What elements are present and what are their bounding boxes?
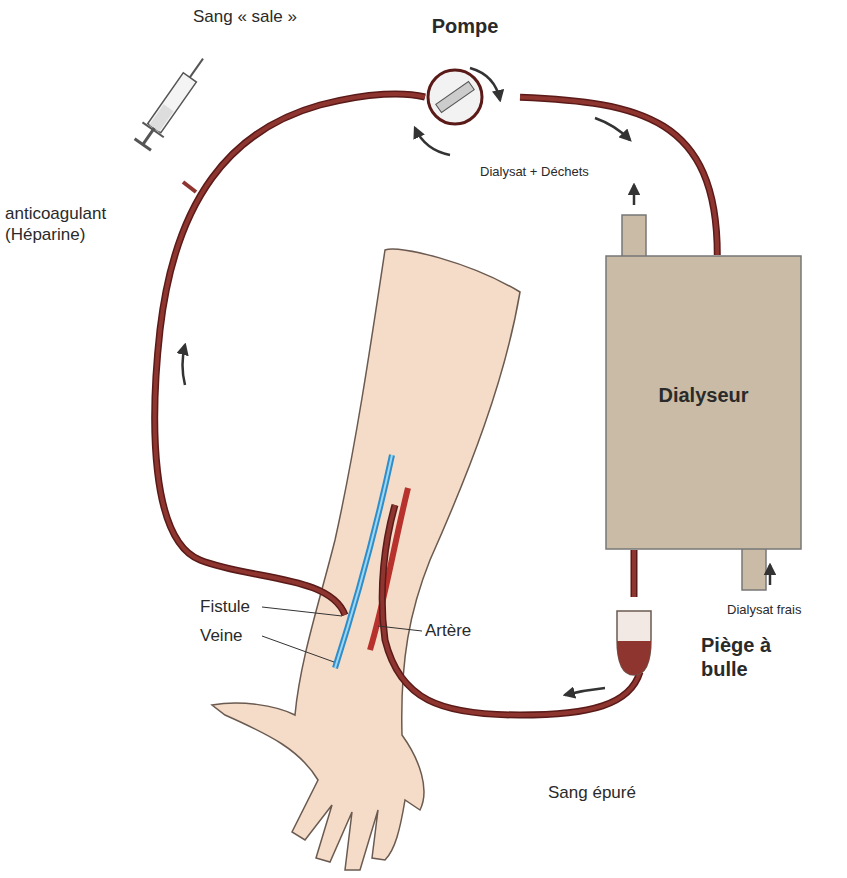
blood-tube [634, 550, 635, 597]
dialysate-arrow [633, 185, 636, 205]
anatomy-label: Veine [200, 625, 243, 646]
flow-arrow [565, 688, 605, 695]
flow-arrow [183, 345, 186, 385]
tube-label: Sang « sale » [193, 6, 297, 27]
syringe [132, 51, 214, 152]
tube-core [632, 550, 636, 597]
trap-chamber [617, 611, 651, 675]
artery [370, 488, 408, 650]
leader-line [262, 607, 342, 616]
dialyser-box: Dialyseur [605, 255, 802, 550]
anatomy-label: Artère [425, 620, 471, 641]
node-label: Pompe [410, 14, 520, 38]
drug-label: anticoagulant (Héparine) [5, 203, 130, 246]
tube-clean-fill [382, 505, 640, 715]
dialysate-outlet [622, 215, 646, 257]
heparin-line [183, 182, 196, 192]
tube-outline [631, 550, 638, 597]
leader-line [378, 626, 422, 631]
tube-label: Sang épuré [548, 782, 636, 803]
dialysate-label: Dialysat + Déchets [480, 164, 589, 180]
flow-arrow [595, 118, 630, 140]
pump-rotor [428, 70, 482, 124]
forearm [212, 249, 520, 870]
trap-blood [617, 641, 651, 675]
tube-clean [382, 505, 640, 715]
dialysate-inlet [742, 548, 766, 590]
dialysate-arrow [769, 565, 772, 585]
dialyser-body [606, 256, 801, 549]
dialysate-label: Dialysat frais [727, 602, 801, 618]
node-label: Dialyseur [605, 383, 802, 407]
leader-line [262, 636, 334, 662]
pump-roller [436, 81, 475, 112]
anatomy-label: Fistule [200, 596, 250, 617]
pump-arrow [415, 128, 450, 155]
pump: Pompe [410, 14, 520, 128]
node-label: Piège à bulle [701, 633, 821, 681]
